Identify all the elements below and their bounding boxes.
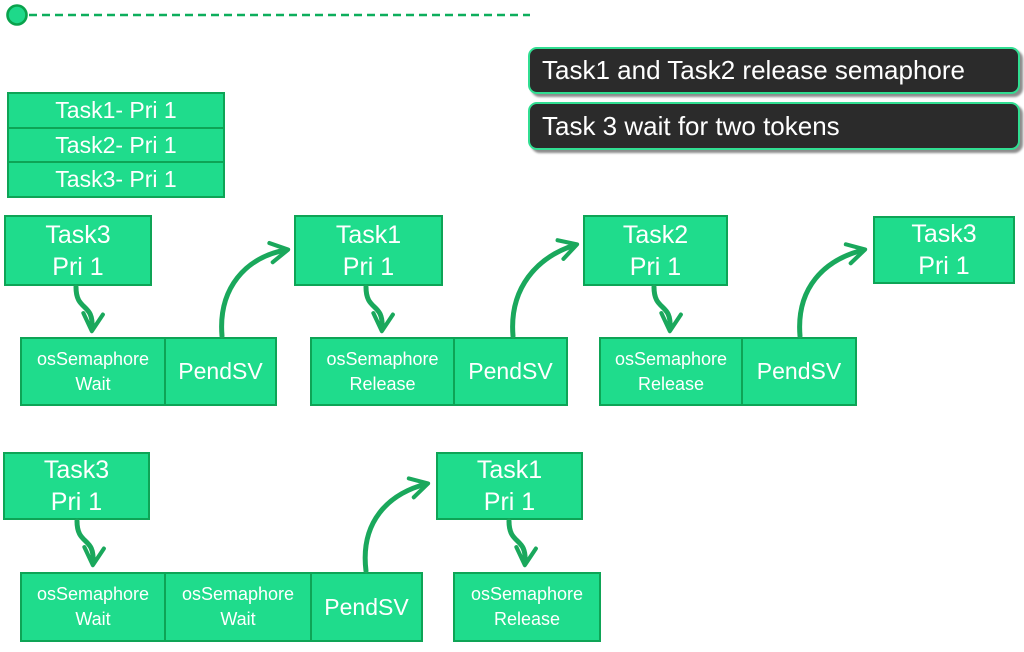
call-action: Release: [493, 609, 561, 629]
task-box-task3-first: Task3 Pri 1: [4, 215, 152, 286]
call-box-wait-1: osSemaphore Wait: [20, 337, 166, 406]
legend-row-task3: Task3- Pri 1: [7, 161, 225, 199]
arrow-task2-to-release: [651, 284, 683, 334]
task-name: Task2: [622, 220, 689, 249]
task-priority: Pri 1: [50, 488, 103, 516]
callout-release-semaphore: Task1 and Task2 release semaphore: [528, 47, 1020, 94]
task-name: Task1: [335, 220, 402, 249]
arrow-pendsv-to-task3: [797, 242, 868, 339]
task-box-task2: Task2 Pri 1: [583, 215, 728, 286]
call-api: osSemaphore: [36, 584, 150, 604]
task-box-task3-last: Task3 Pri 1: [873, 216, 1015, 284]
arrow-task3-to-wait: [73, 284, 105, 334]
pendsv-label: PendSV: [756, 358, 842, 384]
task-priority: Pri 1: [918, 252, 970, 280]
task-name: Task3: [45, 220, 111, 249]
callout-wait-tokens: Task 3 wait for two tokens: [528, 102, 1020, 150]
legend-row-task1-label: Task1- Pri 1: [55, 96, 177, 123]
call-action: Release: [637, 373, 705, 394]
task-name: Task1: [476, 456, 543, 484]
legend-row-task2: Task2- Pri 1: [7, 126, 225, 164]
task-priority-list: Task1- Pri 1 Task2- Pri 1 Task3- Pri 1: [7, 92, 225, 199]
arrow-task1-to-release-bottom: [506, 518, 538, 568]
callout-release-semaphore-label: Task1 and Task2 release semaphore: [542, 55, 965, 85]
task-box-task1: Task1 Pri 1: [294, 215, 443, 286]
arrow-pendsv-to-task1: [219, 240, 291, 339]
call-box-release-bottom: osSemaphore Release: [453, 572, 601, 642]
call-api: osSemaphore: [326, 348, 439, 369]
call-box-release-1: osSemaphore Release: [310, 337, 455, 406]
pendsv-box-bottom: PendSV: [310, 572, 423, 642]
call-api: osSemaphore: [470, 584, 584, 604]
legend-row-task2-label: Task2- Pri 1: [55, 131, 177, 158]
legend-row-task3-label: Task3- Pri 1: [55, 166, 177, 193]
task-priority: Pri 1: [629, 252, 682, 281]
call-action: Release: [349, 373, 416, 394]
call-box-wait-bottom-1: osSemaphore Wait: [20, 572, 166, 642]
call-action: Wait: [75, 609, 111, 629]
task-box-task3-bottom: Task3 Pri 1: [3, 452, 150, 520]
pendsv-label: PendSV: [468, 358, 553, 384]
task-box-task1-bottom: Task1 Pri 1: [436, 452, 583, 520]
pendsv-box-3: PendSV: [741, 337, 857, 406]
arrow-task1-to-release: [363, 284, 395, 334]
timeline-start-dot: [6, 4, 28, 26]
pendsv-box-1: PendSV: [164, 337, 277, 406]
call-box-release-2: osSemaphore Release: [599, 337, 743, 406]
call-box-wait-bottom-2: osSemaphore Wait: [164, 572, 312, 642]
legend-row-task1: Task1- Pri 1: [7, 92, 225, 129]
call-api: osSemaphore: [36, 348, 150, 369]
call-api: osSemaphore: [614, 348, 728, 369]
call-action: Wait: [220, 609, 256, 629]
arrow-pendsv-to-task1-bottom: [362, 476, 431, 574]
pendsv-label: PendSV: [178, 358, 263, 384]
task-priority: Pri 1: [483, 488, 536, 516]
task-priority: Pri 1: [342, 252, 395, 281]
arrow-task3-to-wait-bottom: [74, 518, 106, 568]
pendsv-box-2: PendSV: [453, 337, 568, 406]
task-priority: Pri 1: [52, 252, 104, 281]
pendsv-label: PendSV: [324, 593, 409, 620]
task-name: Task3: [911, 220, 977, 248]
call-api: osSemaphore: [181, 584, 295, 604]
callout-wait-tokens-label: Task 3 wait for two tokens: [542, 110, 840, 141]
task-name: Task3: [43, 456, 110, 484]
arrow-pendsv-to-task2: [510, 238, 580, 339]
call-action: Wait: [75, 373, 111, 394]
